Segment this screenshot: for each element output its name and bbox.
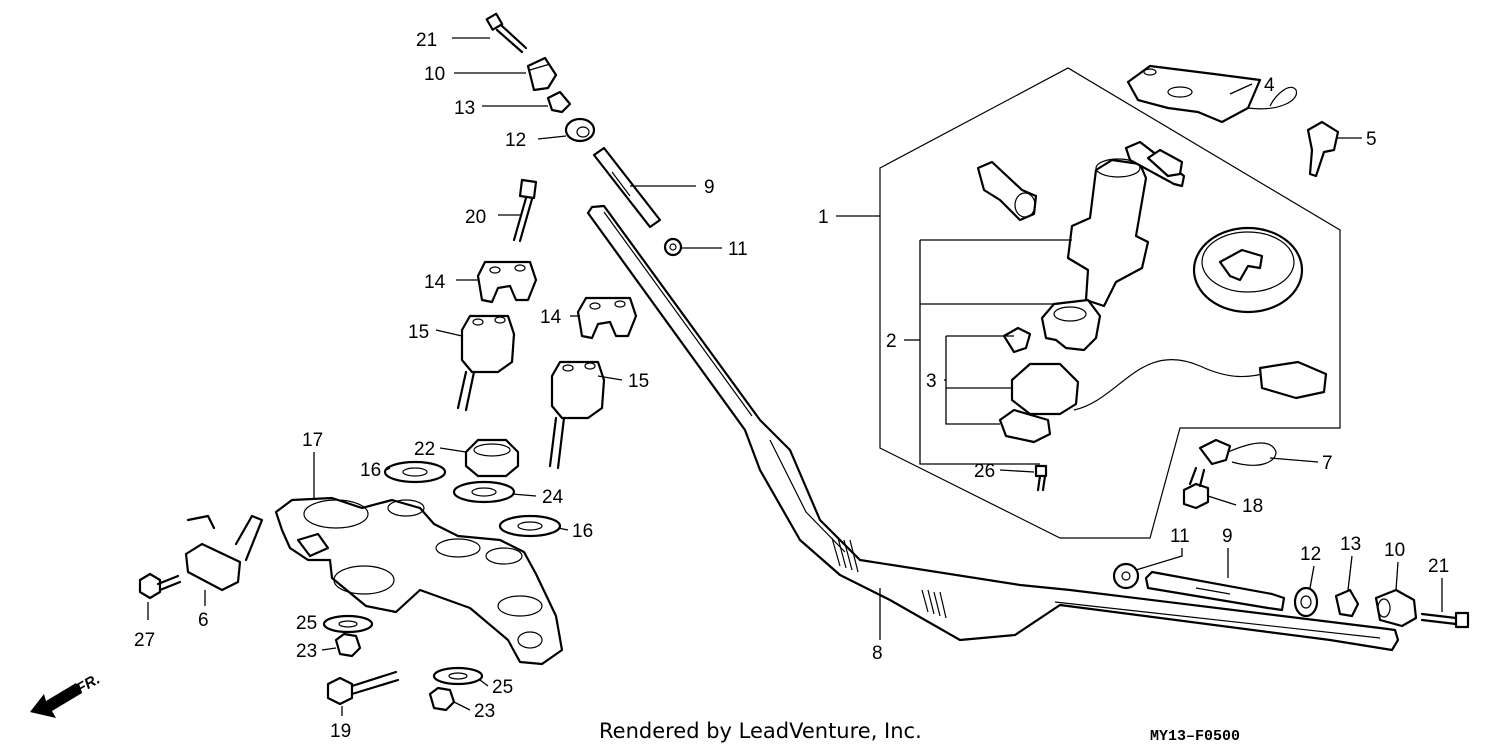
callout-15: 15 (408, 322, 429, 343)
rubber-12-upper (564, 117, 596, 143)
lock-set-1 (879, 64, 1341, 539)
nut-23-lower (428, 686, 456, 712)
bolt-27 (138, 572, 182, 600)
callout-21: 21 (1428, 556, 1449, 577)
callout-26: 26 (974, 461, 995, 482)
washer-16-right (498, 514, 562, 538)
callout-2: 2 (886, 331, 897, 352)
callout-numbers: 21 10 13 12 9 20 11 14 14 15 15 17 22 16… (134, 30, 1449, 742)
rubber-12-lower (1293, 586, 1319, 618)
arrow-icon (30, 683, 82, 718)
holder-15-left (456, 314, 516, 412)
callout-13: 13 (1340, 534, 1361, 555)
callout-17: 17 (302, 430, 323, 451)
bracket-6 (184, 514, 264, 592)
callout-5: 5 (1366, 129, 1377, 150)
screw-21-lower (1420, 611, 1470, 629)
callout-21: 21 (416, 30, 437, 51)
callout-10: 10 (1384, 540, 1405, 561)
clip-7 (1198, 438, 1277, 466)
callout-24: 24 (542, 487, 564, 508)
callout-10: 10 (424, 64, 445, 85)
holder-14-right (576, 296, 638, 340)
bolt-19 (326, 670, 400, 706)
leader-lines (147, 37, 1443, 716)
callout-4: 4 (1264, 75, 1275, 96)
callout-16: 16 (572, 521, 593, 542)
callout-27: 27 (134, 630, 155, 651)
callout-19: 19 (330, 721, 351, 742)
callout-16: 16 (360, 460, 381, 481)
callout-20: 20 (465, 207, 486, 228)
nut-22 (464, 438, 520, 478)
callout-12: 12 (505, 130, 526, 151)
handlebar-8 (586, 204, 1400, 652)
figure-code: MY13–F0500 (1150, 728, 1240, 745)
shaft-9-lower (1144, 570, 1286, 612)
callout-14: 14 (424, 272, 446, 293)
bolt-18 (1182, 466, 1210, 510)
callout-9: 9 (704, 177, 715, 198)
callout-3: 3 (926, 371, 937, 392)
washer-16-left (383, 460, 447, 484)
callout-7: 7 (1322, 453, 1333, 474)
bolt-20 (512, 178, 538, 243)
screw-21-upper (485, 12, 528, 54)
screw-26 (1034, 464, 1048, 492)
weight-10-upper (526, 56, 558, 92)
holder-15-right (548, 360, 606, 470)
callout-12: 12 (1300, 544, 1321, 565)
shaft-9-upper (592, 146, 662, 229)
callout-1: 1 (818, 207, 829, 228)
washer-25-lower (432, 666, 484, 686)
callout-11: 11 (1170, 526, 1190, 547)
nut-23-upper (334, 632, 362, 658)
callout-15: 15 (628, 371, 649, 392)
callout-22: 22 (414, 439, 435, 460)
callout-6: 6 (198, 610, 209, 631)
washer-24 (452, 480, 516, 504)
front-direction-indicator: FR. (30, 671, 103, 718)
holder-14-left (476, 260, 538, 304)
weight-10-lower (1374, 588, 1418, 628)
top-bridge-17 (274, 496, 564, 666)
callout-23: 23 (296, 641, 317, 662)
callout-11: 11 (728, 239, 748, 260)
callout-14: 14 (540, 307, 562, 328)
callout-13: 13 (454, 98, 475, 119)
clip-13-upper (546, 90, 572, 114)
callout-8: 8 (872, 643, 883, 664)
callout-9: 9 (1222, 526, 1233, 547)
footer-credit: Rendered by LeadVenture, Inc. (599, 719, 922, 743)
clip-13-lower (1334, 588, 1360, 618)
nut-11-lower (1112, 562, 1140, 590)
nut-11-upper (663, 237, 683, 257)
callout-18: 18 (1242, 496, 1263, 517)
washer-25-upper (322, 614, 374, 634)
callout-23: 23 (474, 701, 495, 722)
callout-25: 25 (296, 613, 317, 634)
callout-25: 25 (492, 677, 513, 698)
